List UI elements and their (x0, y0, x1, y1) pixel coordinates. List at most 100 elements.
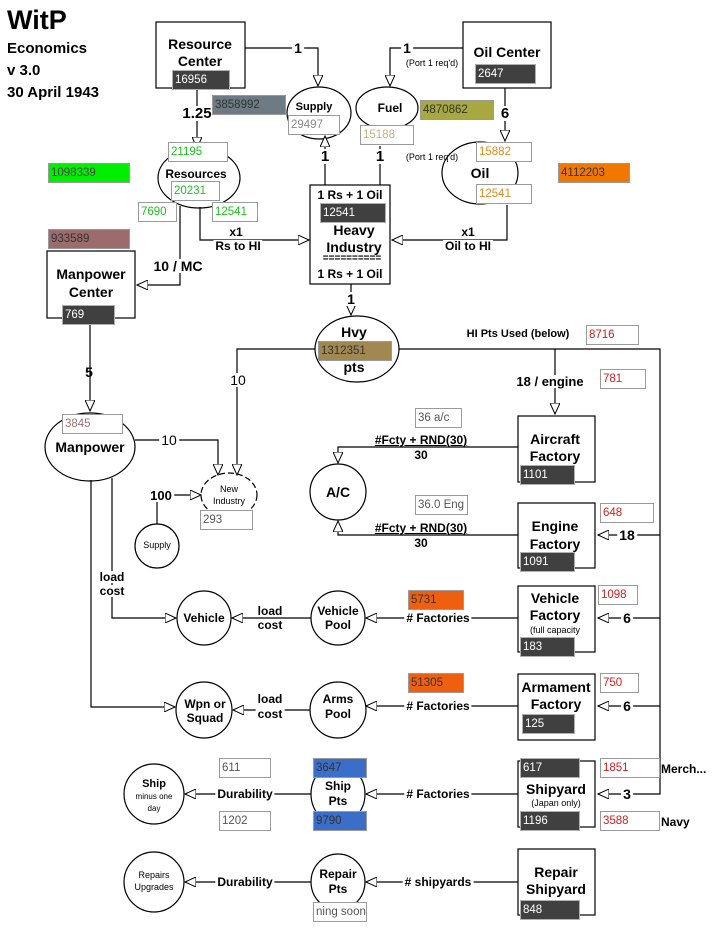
supply-pool (286, 86, 352, 140)
manpower-pool (44, 412, 136, 482)
ship-label1: Ship (142, 778, 166, 790)
ship-pts-navy: 9790 (313, 811, 367, 831)
vehicle-factory-label1: Vehicle (530, 590, 580, 606)
vehicle-pool-label1: Vehicle (317, 604, 359, 618)
resource-center-value: 16956 (172, 70, 230, 90)
edge-rc-res: 1.25 (180, 105, 214, 122)
repair-pts-label2: Pts (328, 882, 348, 896)
edge-mp-new: 10 (159, 432, 179, 448)
new-industry-value: 293 (200, 510, 253, 530)
arms-pool-label1: Arms (322, 692, 354, 706)
ac-formula: #Fcty + RND(30) (372, 433, 470, 447)
repair-shipyard-label1: Repair (534, 864, 578, 880)
engine-factory-value: 1091 (520, 552, 575, 572)
hi-used-aircraft: 781 (600, 369, 646, 389)
hi-label1: Heavy (333, 222, 375, 238)
shipyard-note: (Japan only) (531, 798, 581, 808)
oil-center-value: 2647 (475, 64, 536, 84)
supply-stock: 3858992 (212, 95, 286, 115)
repairs-label2: Upgrades (134, 882, 174, 892)
edge-eng-rate: 18 (617, 527, 637, 543)
resource-center-label1: Resource (168, 36, 232, 52)
hi-used-armament: 750 (600, 673, 639, 693)
edge-supply-new: 100 (148, 488, 174, 503)
edge-mpc-mp: 5 (85, 364, 93, 380)
edge-arm-fact: # Factories (404, 699, 472, 713)
fuel-value: 15188 (360, 125, 414, 145)
new-industry-label2: Industry (212, 496, 246, 506)
armament-factory-label1: Armament (521, 679, 591, 695)
oil-top-value: 15882 (476, 142, 532, 162)
edge-engine-rate: 18 / engine (514, 374, 586, 389)
hi-used-label: HI Pts Used (below) (466, 328, 570, 340)
oil-stock: 4112203 (558, 163, 630, 183)
load-label-1: load (97, 570, 127, 584)
cost-label-2: cost (255, 618, 285, 632)
repair-pts-label1: Repair (319, 867, 357, 881)
edge-mc: 10 / MC (151, 258, 205, 274)
hi-used-vehicle: 1098 (598, 585, 638, 605)
wpn-label2: Squad (186, 711, 224, 725)
ship-pts-label1: Ship (325, 779, 351, 793)
edge-ship-dur: Durability (215, 787, 275, 801)
arms-pool-label2: Pool (325, 707, 351, 721)
resource-center-label2: Center (177, 53, 223, 69)
resources-right-value: 12541 (212, 202, 258, 222)
supply-label: Supply (295, 101, 333, 113)
manpower-stock: 933589 (48, 229, 130, 249)
manpower-value: 3845 (62, 414, 123, 434)
ship-pts-label2: Pts (328, 794, 348, 808)
engine-factory-label1: Engine (531, 518, 579, 534)
edge-rc-supply: 1 (292, 40, 304, 56)
armament-factory-label2: Factory (530, 696, 582, 712)
repair-pts-value: ning soon (313, 902, 367, 922)
ship-label3: day (147, 804, 161, 813)
hi-separator: ========== (322, 253, 382, 264)
navy-label: Navy (661, 815, 690, 829)
vehicle-factory-value: 183 (520, 637, 575, 657)
edge-oc-fuel: 1 (401, 40, 413, 56)
supply-value: 29497 (288, 115, 340, 135)
new-industry-label1: New (219, 484, 239, 494)
heavy-industry-box (309, 184, 391, 285)
wpn-label1: Wpn or (184, 697, 226, 711)
edge-rs-x: x1 (229, 225, 243, 239)
edge-oc-oil: 6 (498, 105, 512, 122)
edge-hvy-new: 10 (228, 372, 248, 388)
aircraft-factory-label1: Aircraft (530, 431, 580, 447)
aircraft-production: 36 a/c (415, 408, 462, 428)
vehicle-pool-label2: Pool (325, 618, 351, 632)
oil-bottom-value: 12541 (476, 184, 532, 204)
ship-label2: minus one (135, 792, 173, 801)
resources-mid-value: 20231 (171, 181, 220, 201)
repair-shipyard-label2: Shipyard (526, 881, 586, 897)
resources-stock: 1098339 (48, 163, 130, 183)
edge-oil-hi: Oil to HI (443, 239, 493, 253)
shipyard-navy-value: 1196 (520, 811, 580, 831)
merchant-label: Merch... (661, 762, 707, 776)
hi-input-bottom: 1 Rs + 1 Oil (317, 267, 383, 281)
hvy-label2: pts (343, 359, 365, 375)
engine-factory-label2: Factory (529, 536, 581, 552)
supply-small-label: Supply (143, 540, 171, 550)
edge-rep-dur: Durability (215, 875, 275, 889)
hi-used-engine: 648 (600, 503, 654, 523)
edge-oil-x: x1 (461, 225, 475, 239)
port-note-2: (Port 1 req'd) (405, 152, 459, 162)
manpower-center-label2: Center (68, 284, 114, 300)
subtitle: Economics (7, 40, 88, 57)
hi-used-merchant: 1851 (600, 758, 660, 778)
oil-center-label: Oil Center (473, 44, 541, 60)
edge-hi-fuel: 1 (373, 148, 387, 165)
repairs-label1: Repairs (138, 870, 170, 880)
edge-ship-fact: # Factories (404, 787, 472, 801)
manpower-center-label1: Manpower (56, 266, 126, 282)
ship-dur-merch: 611 (219, 758, 271, 778)
load-label-3: load (255, 692, 285, 706)
resources-label: Resources (165, 167, 227, 181)
edge-rep-yards: # shipyards (402, 875, 474, 889)
ac-label: A/C (325, 484, 351, 500)
edge-arm-rate: 6 (621, 698, 633, 714)
load-label-2: load (255, 604, 285, 618)
